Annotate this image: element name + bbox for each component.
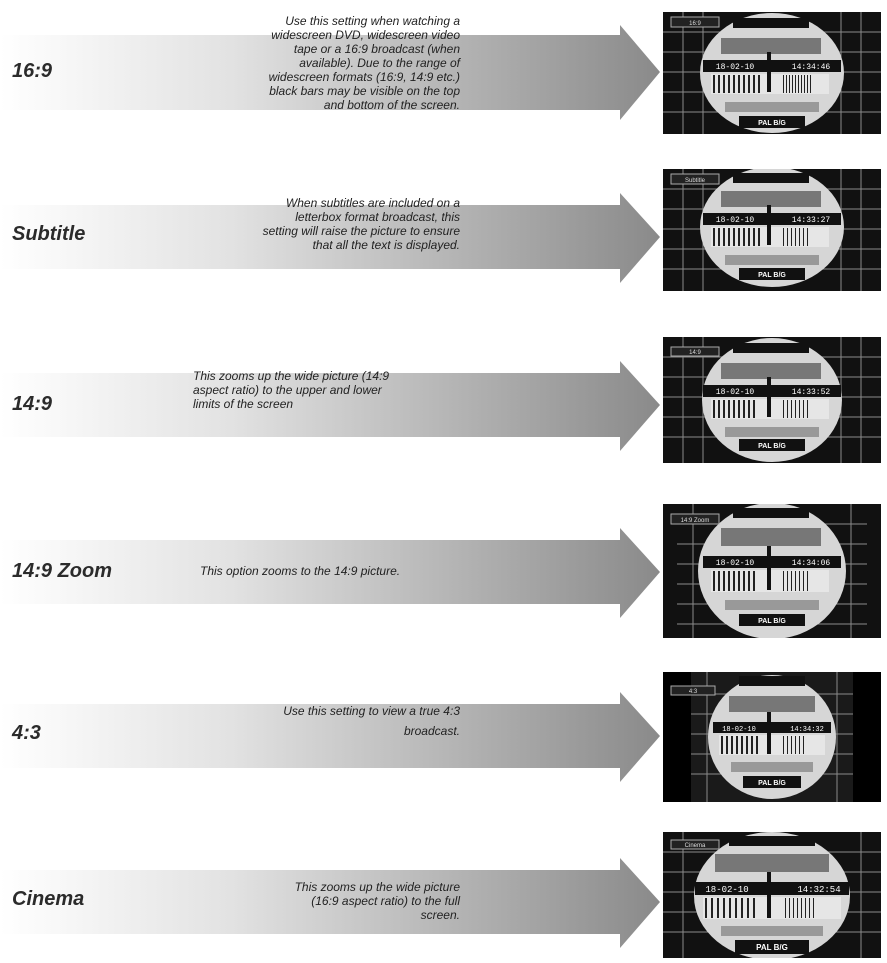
arrow-shape [0, 25, 660, 120]
date-readout: 18-02-10 [722, 726, 756, 734]
test-card-image: 14:9 18-02-10 14:33:52 PAL B/G [663, 337, 881, 463]
system-readout: PAL B/G [758, 443, 786, 450]
date-readout: 18-02-10 [716, 63, 755, 72]
mode-description: This option zooms to the 14:9 picture. [200, 564, 401, 578]
mode-description: This zooms up the wide picture(16:9 aspe… [294, 880, 460, 922]
row-14-9-zoom: 14:9 Zoom This option zooms to the 14:9 … [0, 500, 887, 650]
test-card-image: 14:9 Zoom 18-02-10 14:34:06 PAL B/G [663, 503, 881, 639]
system-readout: PAL B/G [758, 780, 786, 787]
system-readout: PAL B/G [758, 618, 786, 625]
screen-preview: 14:9 Zoom 18-02-10 14:34:06 PAL B/G [663, 503, 881, 643]
system-readout: PAL B/G [756, 943, 788, 952]
arrow-shape [0, 528, 660, 618]
date-readout: 18-02-10 [705, 885, 748, 895]
osd-mode-text: Cinema [685, 843, 706, 849]
mode-label: 14:9 Zoom [12, 560, 113, 582]
mode-label: Cinema [12, 888, 85, 910]
time-readout: 14:34:46 [792, 63, 831, 72]
date-readout: 18-02-10 [716, 388, 755, 397]
row-subtitle: Subtitle When subtitles are included on … [0, 165, 887, 315]
screen-preview: Cinema 18-02-10 14:32:54 PAL B/G [663, 832, 881, 963]
arrow-shape [0, 692, 660, 782]
mode-label: 14:9 [12, 393, 53, 415]
mode-label: Subtitle [12, 223, 86, 245]
system-readout: PAL B/G [758, 120, 786, 127]
date-readout: 18-02-10 [716, 559, 755, 568]
test-card-image: Cinema 18-02-10 14:32:54 PAL B/G [663, 832, 881, 960]
row-14-9: 14:9 This zooms up the wide picture (14:… [0, 333, 887, 483]
time-readout: 14:33:52 [792, 388, 831, 397]
time-readout: 14:34:06 [792, 559, 831, 568]
screen-preview: 4:3 18-02-10 14:34:32 PAL B/G [663, 672, 881, 807]
osd-mode-text: 14:9 [689, 350, 701, 356]
arrow-shape [0, 361, 660, 451]
row-cinema: Cinema This zooms up the wide picture(16… [0, 830, 887, 962]
arrow-shape [0, 858, 660, 948]
time-readout: 14:34:32 [790, 726, 824, 734]
arrow-shape [0, 193, 660, 283]
time-readout: 14:32:54 [797, 885, 840, 895]
mode-label: 4:3 [12, 722, 41, 744]
system-readout: PAL B/G [758, 272, 786, 279]
test-card-image: Subtitle 18-02-10 14:33:27 PAL B/G [663, 167, 881, 291]
test-card-image: 4:3 18-02-10 14:34:32 PAL B/G [663, 672, 881, 802]
time-readout: 14:33:27 [792, 216, 831, 225]
screen-preview: 16:9 18-02-10 14:34:46 PAL B/G [663, 12, 881, 139]
osd-mode-text: 14:9 Zoom [681, 518, 710, 524]
screen-preview: Subtitle 18-02-10 14:33:27 PAL B/G [663, 167, 881, 296]
osd-mode-text: 4:3 [689, 689, 698, 695]
test-card-image: 16:9 18-02-10 14:34:46 PAL B/G [663, 12, 881, 134]
osd-mode-text: Subtitle [685, 178, 706, 184]
mode-label: 16:9 [12, 60, 53, 82]
osd-mode-text: 16:9 [689, 21, 701, 27]
date-readout: 18-02-10 [716, 216, 755, 225]
screen-preview: 14:9 18-02-10 14:33:52 PAL B/G [663, 337, 881, 468]
